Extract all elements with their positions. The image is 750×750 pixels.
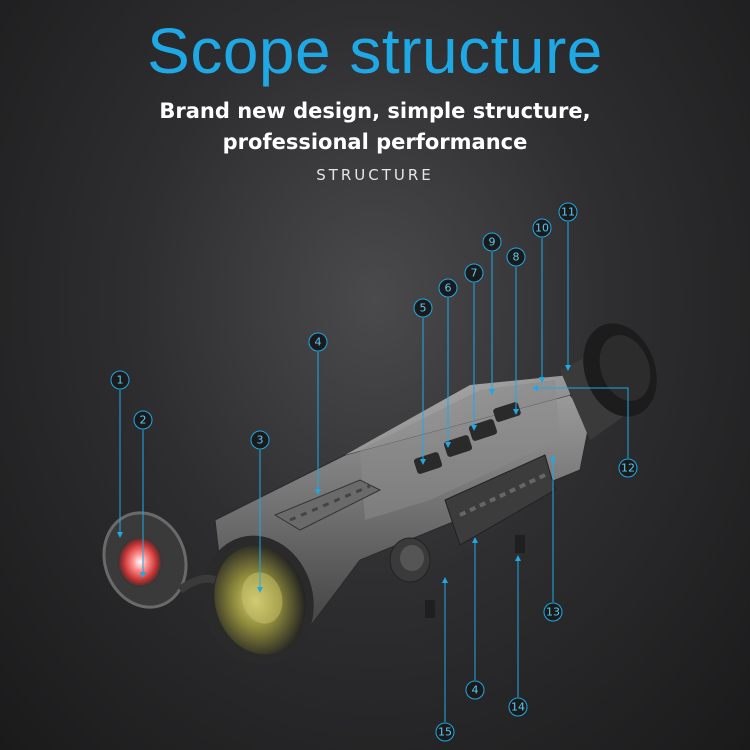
callout-label: 6 xyxy=(445,282,452,295)
callout-numbers: 1 2 3 4 5 6 7 8 9 10 11 12 13 4 14 15 xyxy=(117,206,636,739)
callout-leaders xyxy=(117,222,629,722)
page-title: Scope structure xyxy=(147,15,603,87)
callout-label: 5 xyxy=(420,302,427,315)
callout-label: 4 xyxy=(315,336,322,349)
callout-label: 9 xyxy=(489,236,496,249)
callout-label: 13 xyxy=(546,606,560,619)
callout-2 xyxy=(133,410,153,430)
callout-4-top xyxy=(308,332,328,352)
scope-body xyxy=(102,323,657,665)
callout-9 xyxy=(482,232,502,252)
section-caption: STRUCTURE xyxy=(316,166,434,184)
callout-13 xyxy=(543,602,563,622)
callout-label: 3 xyxy=(257,434,264,447)
callout-label: 11 xyxy=(561,206,575,219)
callout-label: 14 xyxy=(511,701,525,714)
callout-11 xyxy=(558,202,578,222)
callout-10 xyxy=(532,218,552,238)
callout-7 xyxy=(464,263,484,283)
callout-label: 15 xyxy=(438,726,452,739)
callout-label: 8 xyxy=(513,251,520,264)
callout-14 xyxy=(508,697,528,717)
callout-label: 1 xyxy=(117,374,124,387)
subtitle-line-1: Brand new design, simple structure, xyxy=(159,99,591,123)
callout-4-bottom xyxy=(465,680,485,700)
callout-8 xyxy=(506,247,526,267)
callout-label: 7 xyxy=(471,267,478,280)
callout-12 xyxy=(618,458,638,478)
callout-label: 4 xyxy=(472,684,479,697)
callout-1 xyxy=(110,370,130,390)
callout-circles xyxy=(110,202,638,742)
callout-15 xyxy=(435,722,455,742)
callout-label: 12 xyxy=(621,462,635,475)
callout-6 xyxy=(438,278,458,298)
subtitle-line-2: professional performance xyxy=(222,130,528,154)
callout-5 xyxy=(413,298,433,318)
callout-3 xyxy=(250,430,270,450)
callout-label: 2 xyxy=(140,414,147,427)
callout-label: 10 xyxy=(535,222,549,235)
